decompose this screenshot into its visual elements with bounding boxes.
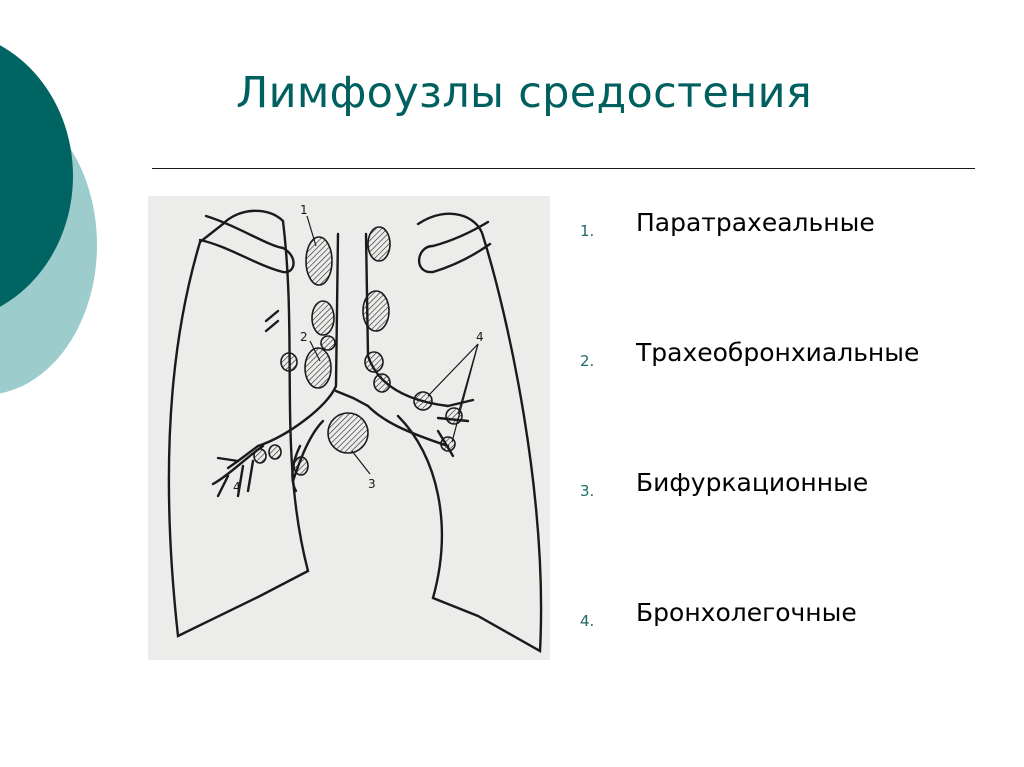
slide-title: Лимфоузлы средостения xyxy=(236,68,813,118)
title-divider xyxy=(152,168,975,169)
list-item-number: 3. xyxy=(580,482,595,500)
lungs-illustration: 1 2 3 4 4 xyxy=(167,203,543,653)
callout-3: 3 xyxy=(368,477,376,491)
list-item-number: 2. xyxy=(580,352,595,370)
list-item-label: Паратрахеальные xyxy=(636,208,875,237)
list-item-number: 4. xyxy=(580,612,595,630)
callout-4-left: 4 xyxy=(233,480,241,494)
callout-1: 1 xyxy=(300,203,308,217)
list-item-label: Бифуркационные xyxy=(636,468,869,497)
list-item-label: Трахеобронхиальные xyxy=(636,338,920,367)
mediastinal-lymph-nodes-diagram: 1 2 3 4 4 xyxy=(148,196,550,660)
callout-4-right: 4 xyxy=(476,330,484,344)
callout-2: 2 xyxy=(300,330,308,344)
list-item-number: 1. xyxy=(580,222,595,240)
list-item-label: Бронхолегочные xyxy=(636,598,857,627)
